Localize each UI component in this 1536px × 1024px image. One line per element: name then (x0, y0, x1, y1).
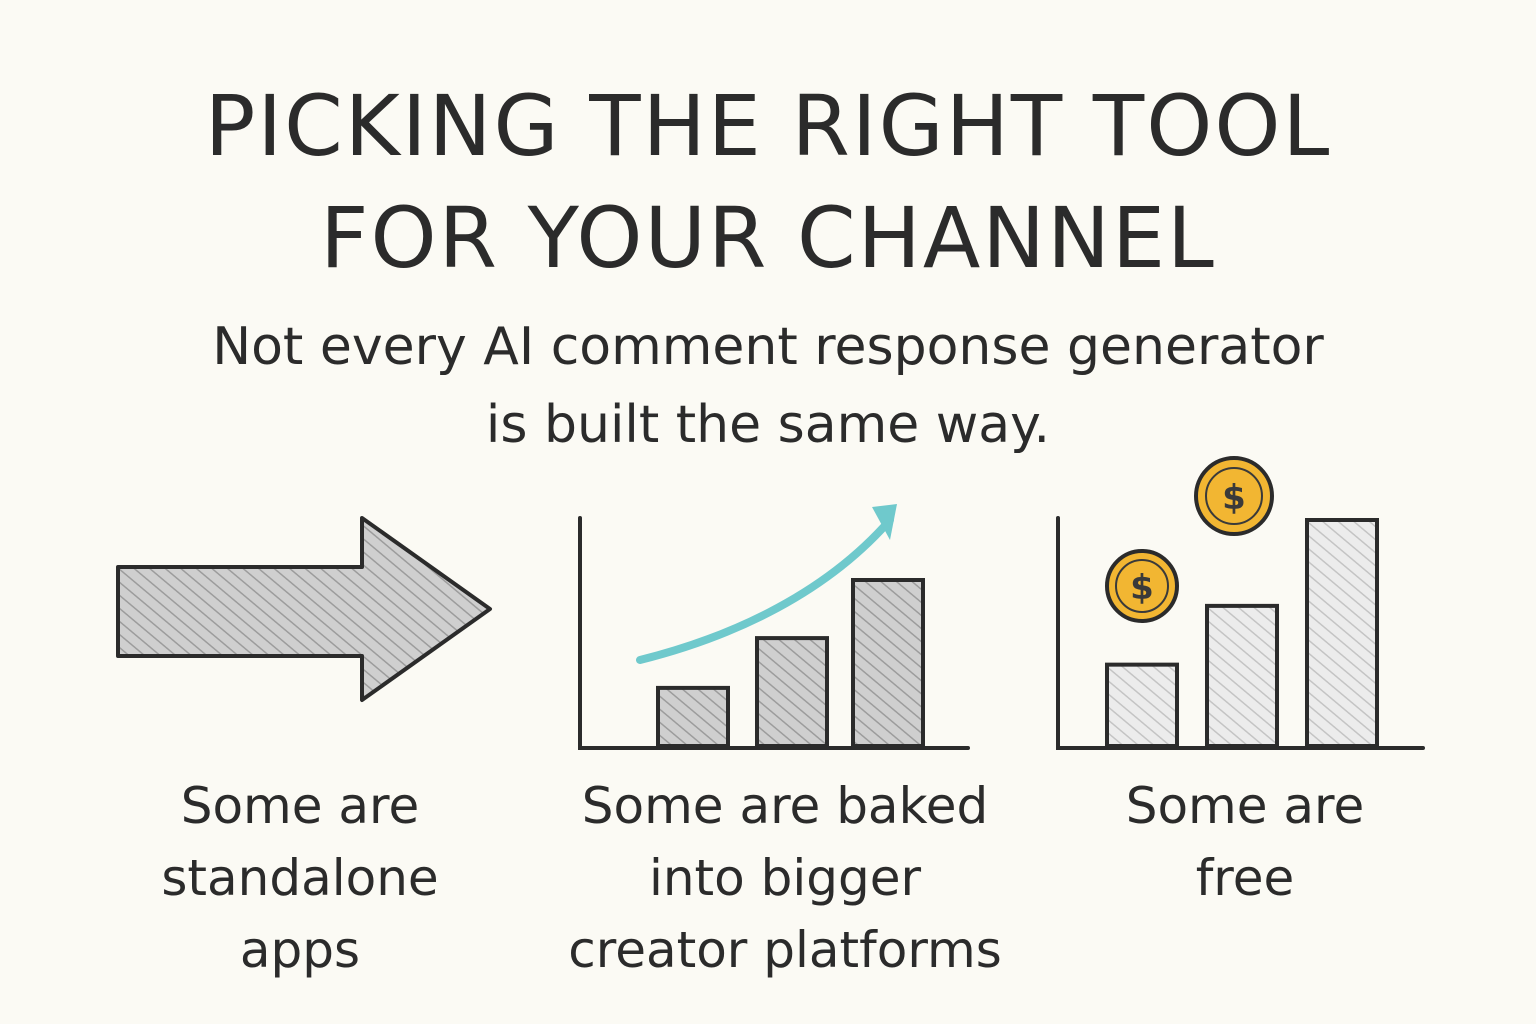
right-arrow-icon (116, 516, 492, 702)
bar (1305, 518, 1379, 748)
caption-line: free (1195, 849, 1295, 907)
rising-bar-chart-icon (578, 504, 970, 750)
subtitle: Not every AI comment response generator … (0, 308, 1536, 464)
coin-symbol: $ (1130, 568, 1154, 608)
caption-line: into bigger (648, 849, 922, 907)
bars-group (1105, 518, 1379, 749)
bar (1105, 662, 1179, 749)
coin-icon: $ (1194, 456, 1274, 536)
coin-symbol: $ (1222, 478, 1246, 518)
bar (656, 685, 730, 749)
bar (1205, 603, 1279, 748)
caption-free: Some are free (1080, 770, 1410, 914)
trend-arrow-head (872, 504, 897, 540)
caption-creator-platforms: Some are baked into bigger creator platf… (540, 770, 1030, 986)
chart-axes (1056, 516, 1425, 750)
trend-arrow (636, 516, 894, 664)
caption-line: Some are (180, 777, 420, 835)
caption-line: standalone (161, 849, 439, 907)
bars-group (656, 578, 925, 749)
subtitle-line-1: Not every AI comment response generator (212, 317, 1324, 377)
coin-icon: $ (1105, 549, 1179, 623)
caption-line: creator platforms (568, 921, 1002, 979)
caption-line: Some are baked (581, 777, 989, 835)
page-title: PICKING THE RIGHT TOOL FOR YOUR CHANNEL (0, 70, 1536, 294)
chart-axes (578, 516, 970, 750)
bar-chart-with-coins-icon: $ $ (1056, 456, 1425, 750)
title-line-2: FOR YOUR CHANNEL (320, 189, 1216, 287)
bar (755, 636, 829, 748)
bar (851, 578, 925, 748)
caption-standalone-apps: Some are standalone apps (120, 770, 480, 986)
caption-line: apps (239, 921, 361, 979)
caption-line: Some are (1125, 777, 1365, 835)
title-line-1: PICKING THE RIGHT TOOL (204, 77, 1332, 175)
subtitle-line-2: is built the same way. (485, 395, 1051, 455)
